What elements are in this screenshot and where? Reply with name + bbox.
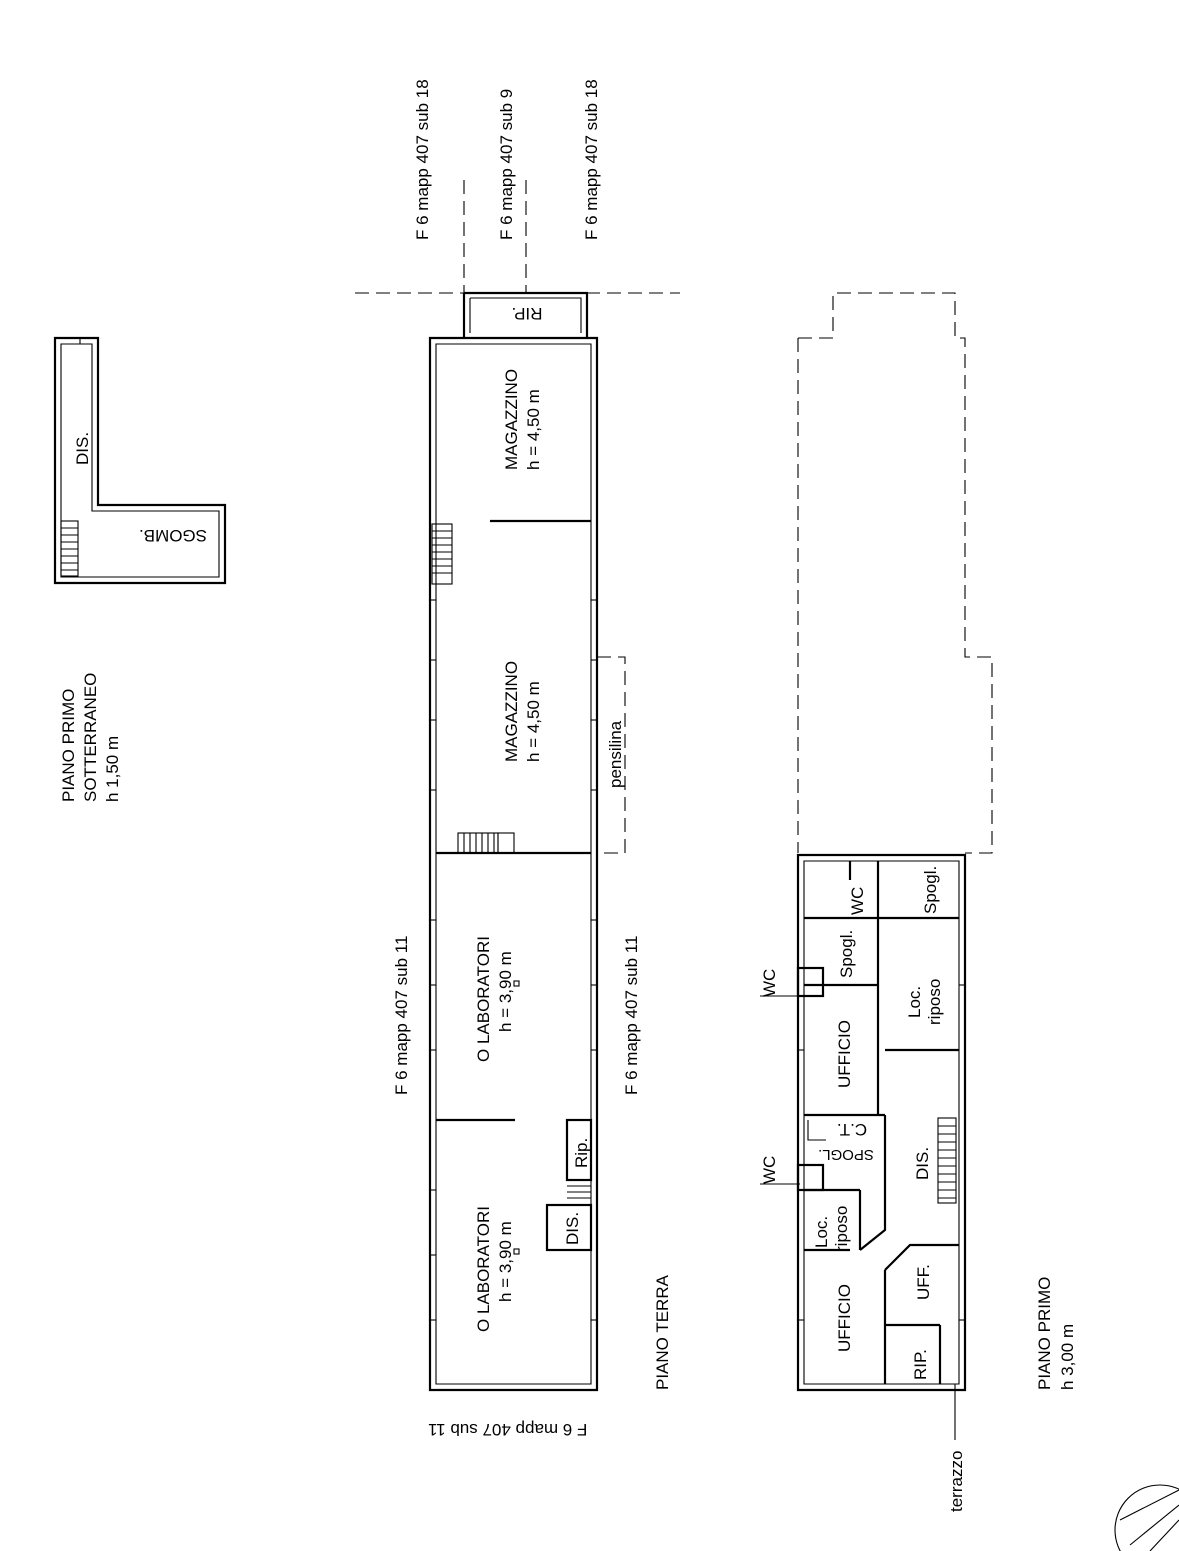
room-rip-ground: Rip. [572, 1138, 591, 1168]
room-loc-riposo-b-1: Loc. [812, 1216, 831, 1248]
ground-windows [430, 599, 597, 1321]
first-floor-plan [760, 292, 993, 1440]
room-laboratori-2: O LABORATORI [474, 1206, 493, 1332]
cadastral-ref-right: F 6 mapp 407 sub 11 [622, 936, 641, 1095]
label-piano-primo-sotterraneo-2: SOTTERRANEO [81, 673, 100, 802]
room-wc-ext-a: WC [760, 969, 779, 997]
ground-stair-1 [431, 523, 453, 585]
room-laboratori-1-height: h = 3,90 m [496, 951, 515, 1032]
first-floor-windows [798, 984, 965, 1321]
room-wc-a: WC [848, 887, 867, 915]
room-dis-basement: DIS. [73, 432, 92, 465]
room-rip-top: RIP. [512, 304, 543, 323]
label-piano-primo-1: PIANO PRIMO [1035, 1277, 1054, 1390]
room-loc-riposo-a-2: riposo [925, 979, 944, 1025]
room-magazzino-1: MAGAZZINO [502, 369, 521, 470]
room-loc-riposo-b-2: riposo [832, 1206, 851, 1252]
cadastral-ref-top-right: F 6 mapp 407 sub 18 [582, 79, 601, 240]
room-dis-ground: DIS. [563, 1212, 582, 1245]
basement-stair [60, 520, 79, 577]
room-ct: C.T. [837, 1120, 867, 1139]
room-ufficio-a: UFFICIO [835, 1020, 854, 1088]
first-floor-stair [937, 1117, 957, 1204]
cadastral-ref-top-left: F 6 mapp 407 sub 18 [413, 79, 432, 240]
room-sgomb: SGOMB. [139, 526, 207, 545]
cadastral-ref-top-mid: F 6 mapp 407 sub 9 [497, 89, 516, 240]
label-piano-primo-2: h 3,00 m [1058, 1324, 1077, 1390]
room-laboratori-2-height: h = 3,90 m [496, 1221, 515, 1302]
cadastral-ref-bottom: F 6 mapp 407 sub 11 [428, 1420, 587, 1439]
room-magazzino-1-height: h = 4,50 m [524, 389, 543, 470]
ground-stair-3 [567, 1179, 591, 1206]
room-ufficio-b: UFFICIO [835, 1284, 854, 1352]
label-piano-primo-sotterraneo-3: h 1,50 m [103, 736, 122, 802]
boundary-lines [355, 180, 680, 294]
ground-floor-plan [428, 291, 626, 1392]
room-spogl-a: Spogl. [921, 866, 940, 914]
label-terrazzo: terrazzo [947, 1451, 966, 1512]
label-piano-primo-sotterraneo-1: PIANO PRIMO [59, 689, 78, 802]
room-loc-riposo-a-1: Loc. [905, 986, 924, 1018]
room-magazzino-2: MAGAZZINO [502, 661, 521, 762]
room-dis-first: DIS. [913, 1147, 932, 1180]
label-piano-terra: PIANO TERRA [653, 1274, 672, 1390]
room-spogl-c: SPOGL. [818, 1146, 874, 1163]
room-magazzino-2-height: h = 4,50 m [524, 681, 543, 762]
basement-plan [53, 336, 227, 585]
room-rip-first: RIP. [911, 1349, 930, 1380]
room-uff: UFF. [914, 1264, 933, 1300]
room-spogl-b: Spogl. [837, 930, 856, 978]
label-pensilina: pensilina [606, 720, 625, 788]
room-wc-ext-b: WC [760, 1156, 779, 1184]
room-laboratori-1: O LABORATORI [474, 936, 493, 1062]
cadastral-ref-left: F 6 mapp 407 sub 11 [392, 936, 411, 1095]
ground-stair-2 [457, 832, 515, 854]
north-arrow-icon [1114, 1484, 1179, 1551]
